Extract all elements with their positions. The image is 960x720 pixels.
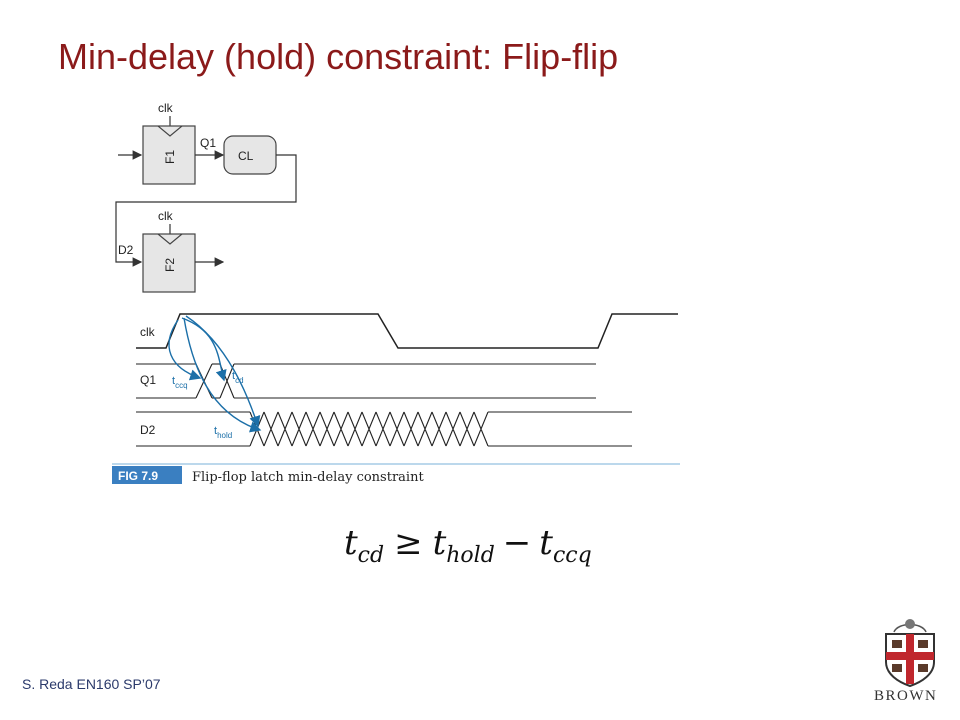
clk-waveform — [136, 313, 678, 349]
clk-label-f1: clk — [158, 101, 174, 115]
caption-tag-box — [112, 466, 182, 484]
tccq-label: tccq — [172, 375, 188, 390]
tcd-label: tcd — [232, 370, 244, 385]
schematic: clk F1 Q1 CL clk F2 D2 — [115, 101, 297, 293]
signal-label-clk: clk — [140, 325, 156, 339]
caption-tag: FIG 7.9 — [118, 469, 158, 483]
thold-label: thold — [214, 425, 232, 440]
brown-wordmark: BROWN — [874, 688, 937, 704]
timing-diagram: clk Q1 D2 — [136, 313, 678, 447]
caption-text: Flip-flop latch min-delay constraint — [192, 470, 424, 485]
cl-label: CL — [238, 149, 254, 163]
brown-crest-icon — [885, 619, 935, 688]
clk-label-f2: clk — [158, 209, 174, 223]
slide-footer: S. Reda EN160 SP’07 — [22, 676, 161, 692]
q1-label: Q1 — [200, 136, 216, 150]
signal-label-q1: Q1 — [140, 373, 156, 387]
d2-label: D2 — [118, 243, 134, 257]
delay-arrows — [168, 315, 262, 433]
signal-label-d2: D2 — [140, 423, 156, 437]
q1-waveform — [136, 363, 596, 399]
fig-7-9-diagram: clk F1 Q1 CL clk F2 D2 clk Q1 — [112, 101, 680, 485]
brown-university-logo: BROWN — [874, 619, 937, 704]
hold-constraint-equation: tcd≥thold−tccq — [344, 523, 592, 568]
svg-text:tcd≥thold−tccq: tcd≥thold−tccq — [344, 523, 592, 568]
figure-caption: FIG 7.9 Flip-flop latch min-delay constr… — [112, 463, 680, 485]
ff2-label: F2 — [163, 258, 177, 272]
d2-waveform — [136, 411, 632, 447]
ff1-label: F1 — [163, 150, 177, 164]
slide-title: Min-delay (hold) constraint: Flip-flip — [58, 36, 619, 77]
